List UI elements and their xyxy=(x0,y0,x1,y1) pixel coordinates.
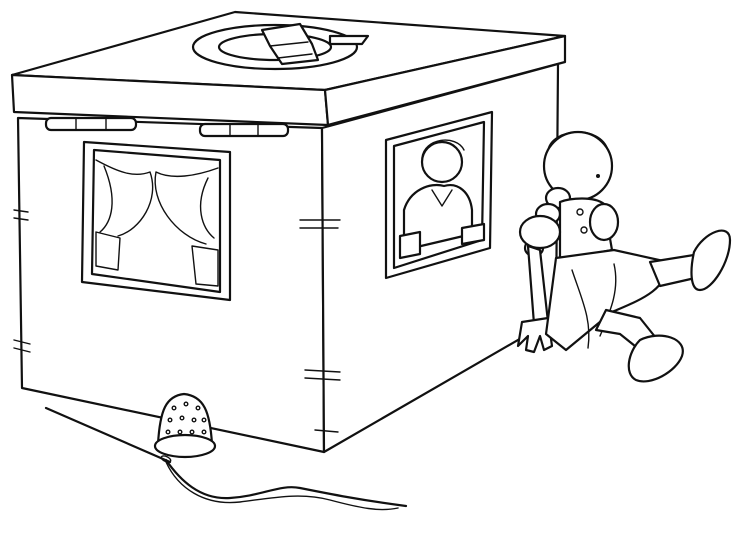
box-seam-marks xyxy=(13,209,341,433)
needle xyxy=(44,406,172,464)
side-window xyxy=(384,110,494,280)
doll-shoe-bent xyxy=(627,334,684,383)
doll-eye xyxy=(596,174,600,178)
box-lid-side xyxy=(323,34,567,127)
lid-hinges xyxy=(44,116,290,138)
lid-handle xyxy=(191,22,370,71)
doll-shoe-raised xyxy=(690,229,732,292)
boy-figure xyxy=(398,139,486,260)
thimble xyxy=(153,392,217,459)
doll-sleeve-left xyxy=(518,214,562,250)
thimble-dimples xyxy=(165,401,207,435)
doll-sleeve-right xyxy=(588,202,620,242)
window-curtains xyxy=(95,159,219,287)
box-house xyxy=(10,10,567,454)
thread xyxy=(164,458,408,511)
front-window xyxy=(80,140,232,302)
doll xyxy=(516,130,732,383)
